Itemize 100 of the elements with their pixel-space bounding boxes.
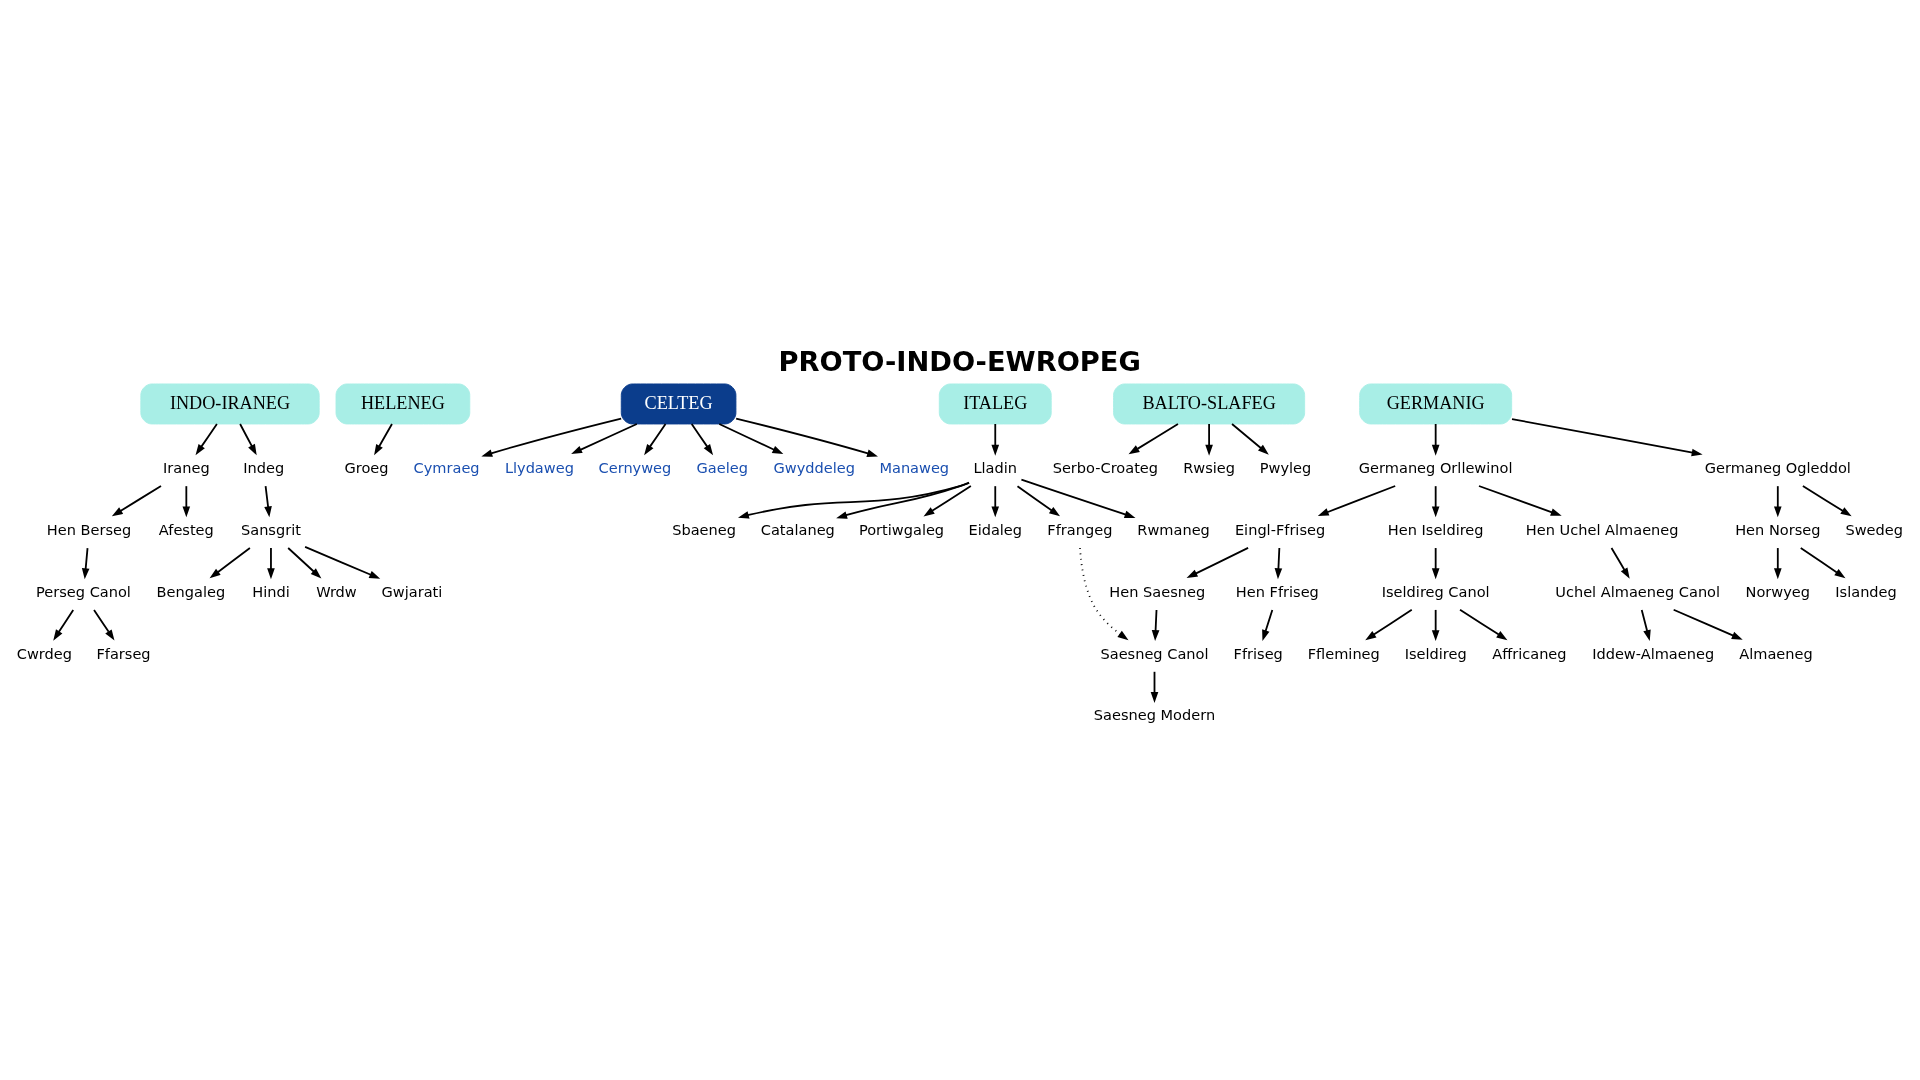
arrow [1020,478,1136,519]
node-text: Norwyeg [1745,582,1811,600]
arrow [304,545,381,579]
arrow [374,423,393,456]
arrow [1431,609,1440,642]
node-text: Saesneg Canol [1100,644,1209,662]
arrow [718,423,784,455]
node-text: Saesneg Modern [1093,706,1216,724]
node-text: Germaneg Ogleddol [1704,458,1851,476]
arrow [111,485,162,517]
node-text: Gaeleg [696,458,748,476]
node-text: Swedeg [1845,520,1903,538]
node-text: Eingl-Ffriseg [1234,520,1326,538]
node-text: Cymraeg [413,458,480,476]
arrow [1274,547,1283,580]
arrow [1016,485,1061,517]
node-text: Indeg [243,458,285,476]
node-text: Gwjarati [381,582,443,600]
node-box: BALTO-SLAFEG [1113,383,1306,425]
arrow [735,417,878,457]
node-text: Hen Saesneg [1109,582,1206,600]
arrow [1799,547,1846,579]
arrow [836,481,970,519]
node-text: Hen Berseg [46,520,132,538]
node-text: Sansgrit [240,520,301,538]
node-text: Bengaleg [156,582,226,600]
arrow [267,547,275,580]
node-text: Ffriseg [1233,644,1283,662]
arrow [1150,670,1159,703]
arrow [264,485,272,518]
node-text: Iraneg [163,458,210,476]
node-text: Uchel Almaeneg Canol [1555,582,1721,600]
node-box: GERMANIG [1359,383,1513,425]
arrow [571,423,638,455]
arrow [644,423,667,456]
arrow [1231,423,1269,455]
node-text: Hen Ffriseg [1235,582,1319,600]
arrow [182,485,191,518]
arrow [1205,423,1213,456]
node-box: INDO-IRANEG [140,383,320,425]
arrow [1151,609,1160,642]
arrow [1459,608,1508,641]
node-text: Islandeg [1835,582,1897,600]
arrow [1262,609,1274,641]
node-text: Pwyleg [1259,458,1312,476]
node-text: Eidaleg [968,520,1023,538]
arrow [1128,423,1179,455]
arrow [287,547,322,579]
node-text: Portiwgaleg [858,520,945,538]
node-text: Cwrdeg [16,644,72,662]
arrow [81,547,90,580]
arrow [923,485,972,517]
node-text: Ffrangeg [1047,520,1113,538]
node-text: Gwyddeleg [773,458,855,476]
arrow [690,423,714,456]
node-text: Almaeneg [1739,644,1813,662]
arrow [1511,418,1703,457]
node-text: Iseldireg Canol [1381,582,1490,600]
arrow [1365,608,1413,641]
arrow [991,423,1000,456]
node-text: Manaweg [879,458,950,476]
arrow [1186,547,1249,578]
arrow [1610,547,1630,579]
node-text: Rwsieg [1183,458,1235,476]
node-text: Perseg Canol [36,582,131,600]
node-text: Sbaeneg [672,520,736,538]
arrow [53,609,75,641]
node-text: Iseldireg [1404,644,1467,662]
node-text: Fflemineg [1307,644,1380,662]
arrow [738,482,971,519]
arrow [1478,485,1562,516]
node-text: Groeg [344,458,389,476]
arrow [481,417,623,457]
arrow [1431,485,1440,518]
arrow [991,485,1000,518]
diagram-title: PROTO-INDO-EWROPEG [778,346,1141,378]
node-text: Lladin [973,458,1018,476]
arrow [1773,485,1782,518]
node-text: Hen Uchel Almaeneg [1525,520,1679,538]
arrow [1079,547,1129,641]
node-text: Affricaneg [1492,644,1567,662]
arrow [93,609,115,641]
node-text: Catalaneg [760,520,835,538]
node-box: ITALEG [938,383,1052,425]
node-text: Wrdw [316,582,357,600]
arrow [239,423,257,456]
node-box: CELTEG [620,383,737,425]
node-text: Hen Iseldireg [1387,520,1484,538]
node-text: Cernyweg [598,458,672,476]
node-text: Serbo-Croateg [1052,458,1159,476]
node-text: Iddew-Almaeneg [1592,644,1715,662]
arrow [1672,608,1743,640]
arrow [1431,423,1440,456]
arrow [1640,609,1651,641]
arrow [1431,547,1440,580]
node-text: Llydaweg [504,458,574,476]
node-text: Germaneg Orllewinol [1358,458,1513,476]
node-text: Hindi [252,582,290,600]
arrow [1317,485,1397,516]
arrow [1802,485,1852,517]
